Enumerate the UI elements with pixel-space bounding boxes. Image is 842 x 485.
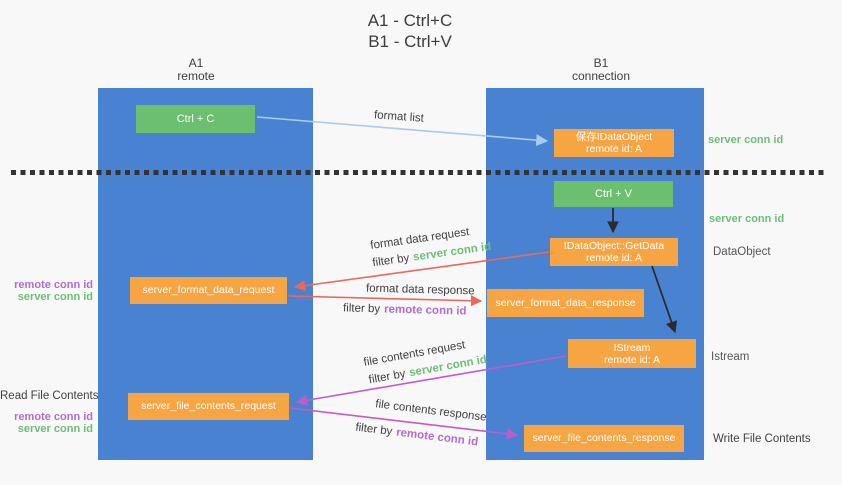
lane-header-b1: B1 connection <box>541 57 661 83</box>
node-ctrl-c-label: Ctrl + C <box>176 112 215 125</box>
annotation-remote-conn-id-file: remote conn id <box>14 411 93 423</box>
node-save-idataobject: 保存IDataObject remote id: A <box>554 129 674 157</box>
node-idataobject-getdata-line1: IDataObject::GetData <box>563 240 665 252</box>
node-server-format-data-response: server_format_data_response <box>487 289 644 317</box>
annotation-istream: Istream <box>711 351 750 363</box>
node-server-format-data-request: server_format_data_request <box>130 277 287 304</box>
node-server-file-contents-response-label: server_file_contents_response <box>532 432 676 444</box>
filter-by-text: filter by <box>342 302 381 316</box>
node-ctrl-c: Ctrl + C <box>136 105 255 133</box>
annotation-write-file-contents: Write File Contents <box>713 433 811 445</box>
annotation-dataobject: DataObject <box>713 246 771 258</box>
annotation-conn-ids-format: remote conn id server conn id <box>0 279 93 303</box>
node-server-format-data-request-label: server_format_data_request <box>142 284 275 296</box>
edge-label-file-contents-response: file contents response <box>374 398 488 424</box>
node-server-format-data-response-label: server_format_data_response <box>495 296 636 309</box>
node-idataobject-getdata: IDataObject::GetData remote id: A <box>550 238 678 266</box>
annotation-server-conn-id-paste: server conn id <box>709 213 785 225</box>
node-istream-line2: remote id: A <box>603 353 661 366</box>
annotation-server-conn-id-format: server conn id <box>17 291 93 303</box>
lane-b1-role: connection <box>571 69 631 83</box>
annotation-server-conn-id-file: server conn id <box>17 423 93 435</box>
node-server-file-contents-response: server_file_contents_response <box>524 425 684 452</box>
title-line-1: A1 - Ctrl+C <box>367 11 453 30</box>
filter-by-text: filter by <box>367 368 407 387</box>
node-save-idataobject-line1: 保存IDataObject <box>575 131 653 143</box>
session-divider-dotted-line <box>11 170 824 175</box>
edge-label-format-data-response: format data response <box>365 282 475 298</box>
node-server-file-contents-request: server_file_contents_request <box>128 393 289 420</box>
annotation-server-conn-id-save: server conn id <box>708 134 784 146</box>
remote-conn-id-text: remote conn id <box>383 303 467 318</box>
title-line-2: B1 - Ctrl+V <box>368 32 452 51</box>
node-idataobject-getdata-line2: remote id: A <box>585 252 643 264</box>
annotation-conn-ids-file: remote conn id server conn id <box>0 411 93 435</box>
node-ctrl-v-label: Ctrl + V <box>595 187 632 200</box>
filter-by-text: filter by <box>354 421 393 438</box>
node-save-idataobject-line2: remote id: A <box>585 143 643 155</box>
lane-b1-name: B1 <box>593 56 609 70</box>
node-server-file-contents-request-label: server_file_contents_request <box>141 400 276 412</box>
filter-by-text: filter by <box>371 252 411 270</box>
lane-header-a1: A1 remote <box>136 57 256 83</box>
node-istream-line1: IStream <box>613 341 651 354</box>
diagram-title: A1 - Ctrl+C B1 - Ctrl+V <box>0 10 820 52</box>
remote-conn-id-text: remote conn id <box>395 426 479 449</box>
annotation-read-file-contents: Read File Contents <box>0 390 99 402</box>
node-ctrl-v: Ctrl + V <box>554 181 673 207</box>
edge-label-format-list: format list <box>373 109 425 125</box>
lane-a1-name: A1 <box>188 56 204 70</box>
node-istream: IStream remote id: A <box>568 339 696 368</box>
annotation-remote-conn-id-format: remote conn id <box>14 279 93 291</box>
lane-a1-role: remote <box>177 69 215 83</box>
